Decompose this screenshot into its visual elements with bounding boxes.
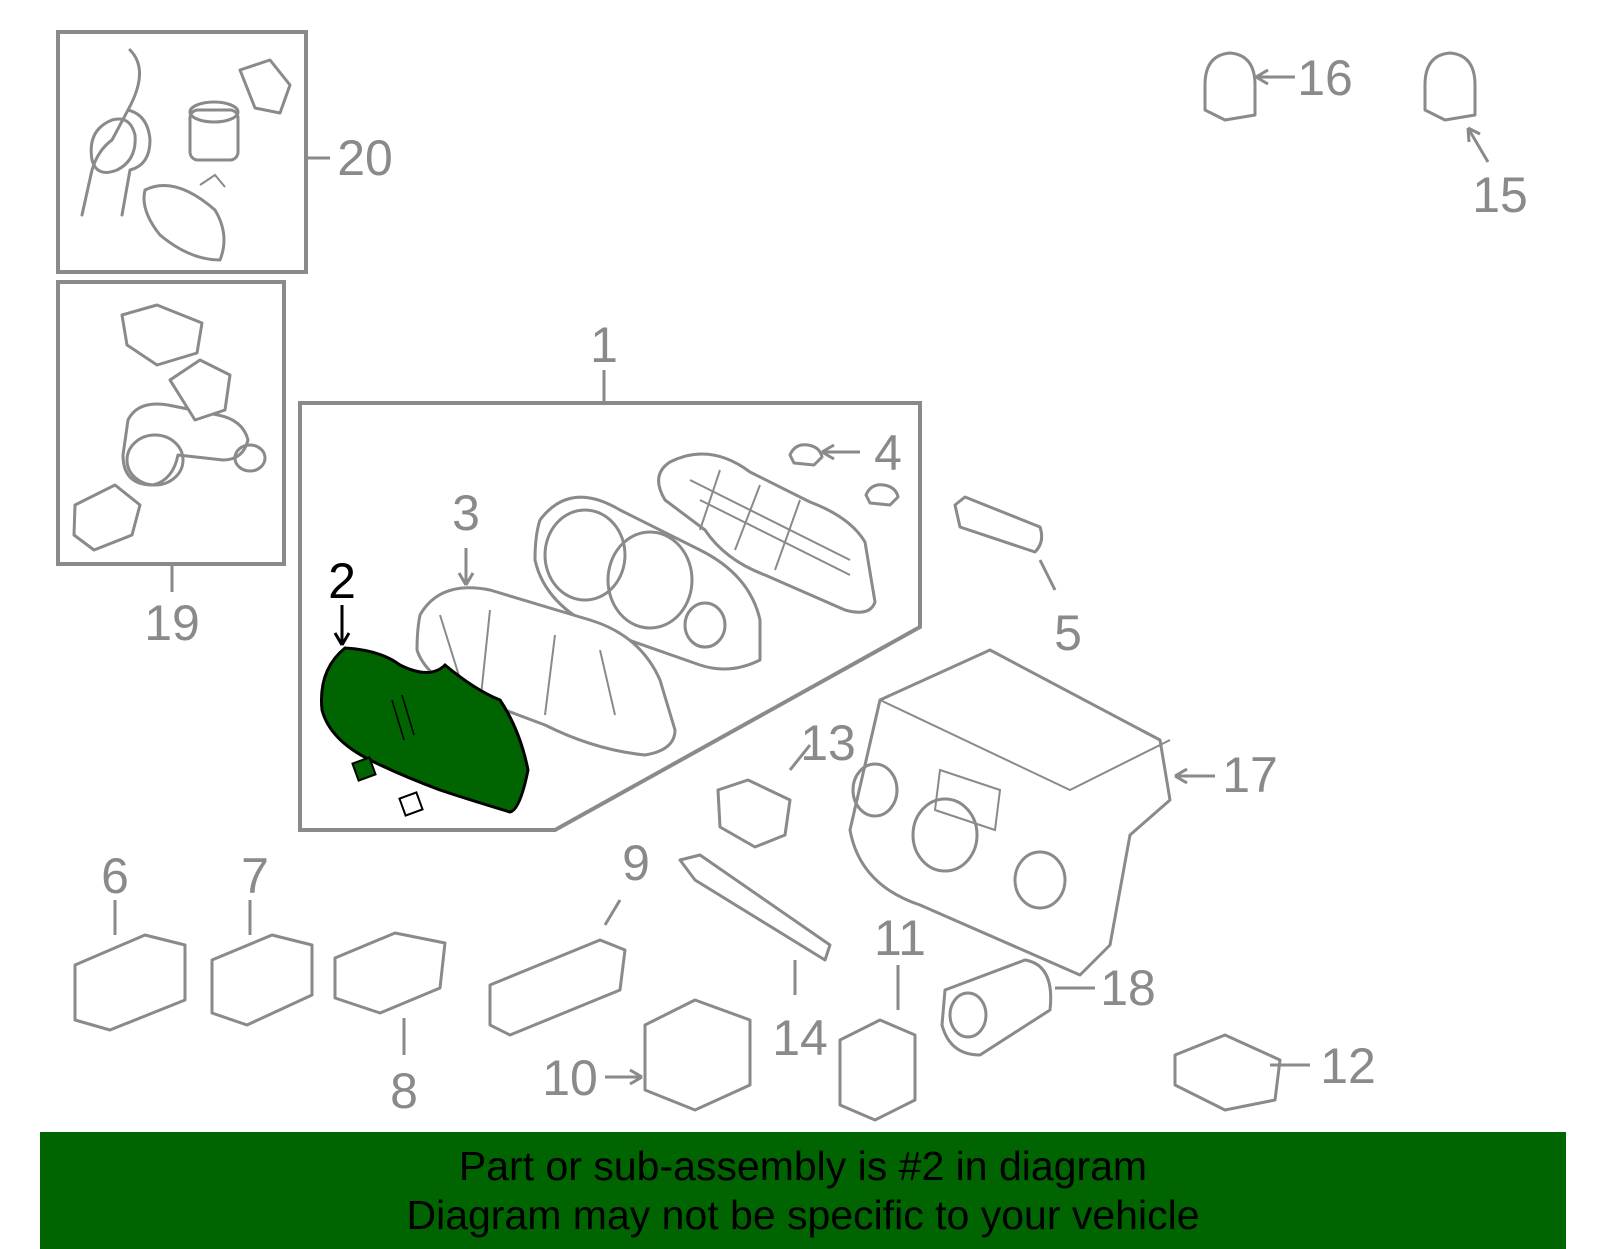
part-7-switch[interactable] — [210, 900, 314, 1027]
callout-1: 1 — [590, 317, 618, 373]
part-18-switch[interactable] — [940, 958, 1095, 1057]
part-2-lens-shape — [319, 646, 530, 814]
callout-4: 4 — [874, 425, 902, 481]
callout-3: 3 — [452, 485, 480, 541]
part-14-panel[interactable] — [678, 853, 832, 995]
part-11-switch[interactable] — [838, 965, 917, 1122]
cluster-rear-housing — [657, 452, 877, 614]
callout-2: 2 — [328, 553, 356, 609]
cluster-gauge-face — [533, 495, 762, 671]
callout-5: 5 — [1054, 605, 1082, 661]
callout-12: 12 — [1320, 1038, 1376, 1094]
part-20-key-set[interactable] — [56, 30, 308, 274]
callout-18: 18 — [1100, 960, 1156, 1016]
callout-10: 10 — [542, 1050, 598, 1106]
part-19-lock-assembly[interactable] — [56, 280, 286, 566]
callout-7: 7 — [241, 848, 269, 904]
part-8-switch[interactable] — [333, 931, 447, 1055]
callout-11: 11 — [874, 910, 926, 966]
callout-19: 19 — [144, 595, 200, 651]
part-13-switch[interactable] — [716, 744, 812, 849]
part-10-switch[interactable] — [605, 998, 752, 1112]
callout-13: 13 — [800, 715, 856, 771]
part-15-bulb[interactable] — [1423, 51, 1490, 163]
part-17-climate-control[interactable] — [848, 648, 1215, 977]
callout-17: 17 — [1222, 747, 1278, 803]
callout-9: 9 — [622, 835, 650, 891]
callout-15: 15 — [1472, 167, 1528, 223]
callout-8: 8 — [390, 1063, 418, 1119]
banner-line-1: Part or sub-assembly is #2 in diagram — [458, 1142, 1148, 1189]
callout-6: 6 — [101, 848, 129, 904]
part-1-cluster-assembly[interactable] — [298, 370, 922, 832]
part-9-switch[interactable] — [488, 899, 627, 1037]
callout-14: 14 — [772, 1010, 828, 1066]
part-6-switch[interactable] — [73, 900, 187, 1032]
callout-16: 16 — [1297, 50, 1353, 106]
part-5-switch[interactable] — [953, 495, 1057, 591]
part-2-clip — [351, 756, 377, 782]
part-20-frame — [56, 30, 308, 274]
parts-diagram: 1 2 3 4 5 6 7 8 9 10 11 12 13 14 15 16 1… — [56, 30, 1528, 1122]
info-banner: Part or sub-assembly is #2 in diagram Di… — [40, 1132, 1566, 1249]
part-1-frame — [298, 401, 922, 832]
banner-line-2: Diagram may not be specific to your vehi… — [406, 1191, 1200, 1238]
part-2-cluster-lens[interactable] — [319, 605, 530, 817]
part-16-bulb[interactable] — [1203, 51, 1295, 122]
part-3-cluster-case[interactable] — [415, 548, 677, 757]
callout-20: 20 — [337, 130, 393, 186]
part-4-bulb[interactable] — [788, 443, 900, 507]
part-12-vent[interactable] — [1173, 1033, 1310, 1112]
